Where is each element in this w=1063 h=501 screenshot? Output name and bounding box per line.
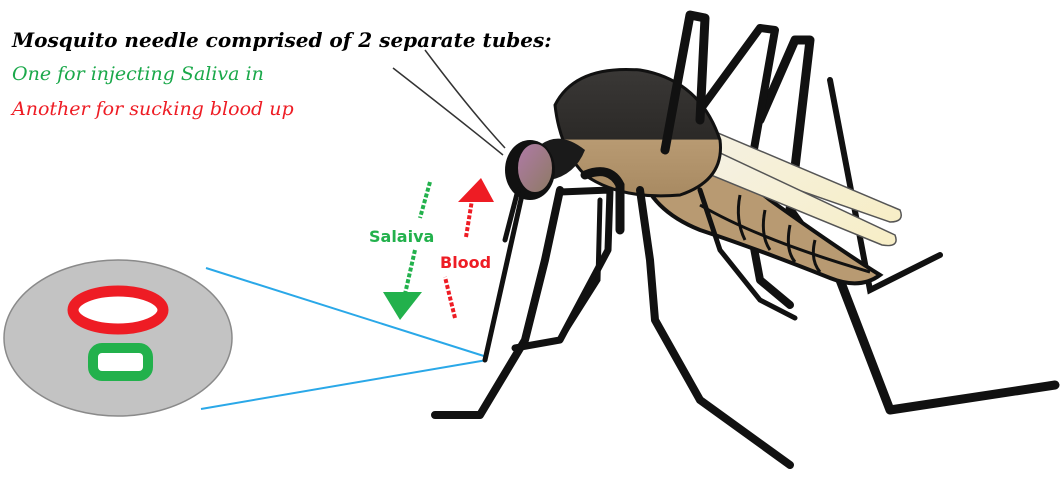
proboscis [482, 192, 525, 363]
blood-description: Another for sucking blood up [12, 98, 294, 120]
blood-arrow-label: Blood [440, 253, 492, 272]
diagram-title: Mosquito needle comprised of 2 separate … [12, 28, 552, 52]
callout-lines [200, 267, 488, 410]
compound-eye [516, 142, 554, 194]
blood-tube-ring [67, 285, 169, 335]
mosquito [392, 10, 1060, 469]
proboscis-cross-section [3, 259, 233, 417]
saliva-description: One for injecting Saliva in [12, 63, 264, 85]
saliva-arrow [383, 181, 432, 320]
blood-arrow [443, 178, 494, 319]
saliva-tube-ring [88, 343, 153, 381]
saliva-arrow-label: Salaiva [369, 227, 435, 246]
